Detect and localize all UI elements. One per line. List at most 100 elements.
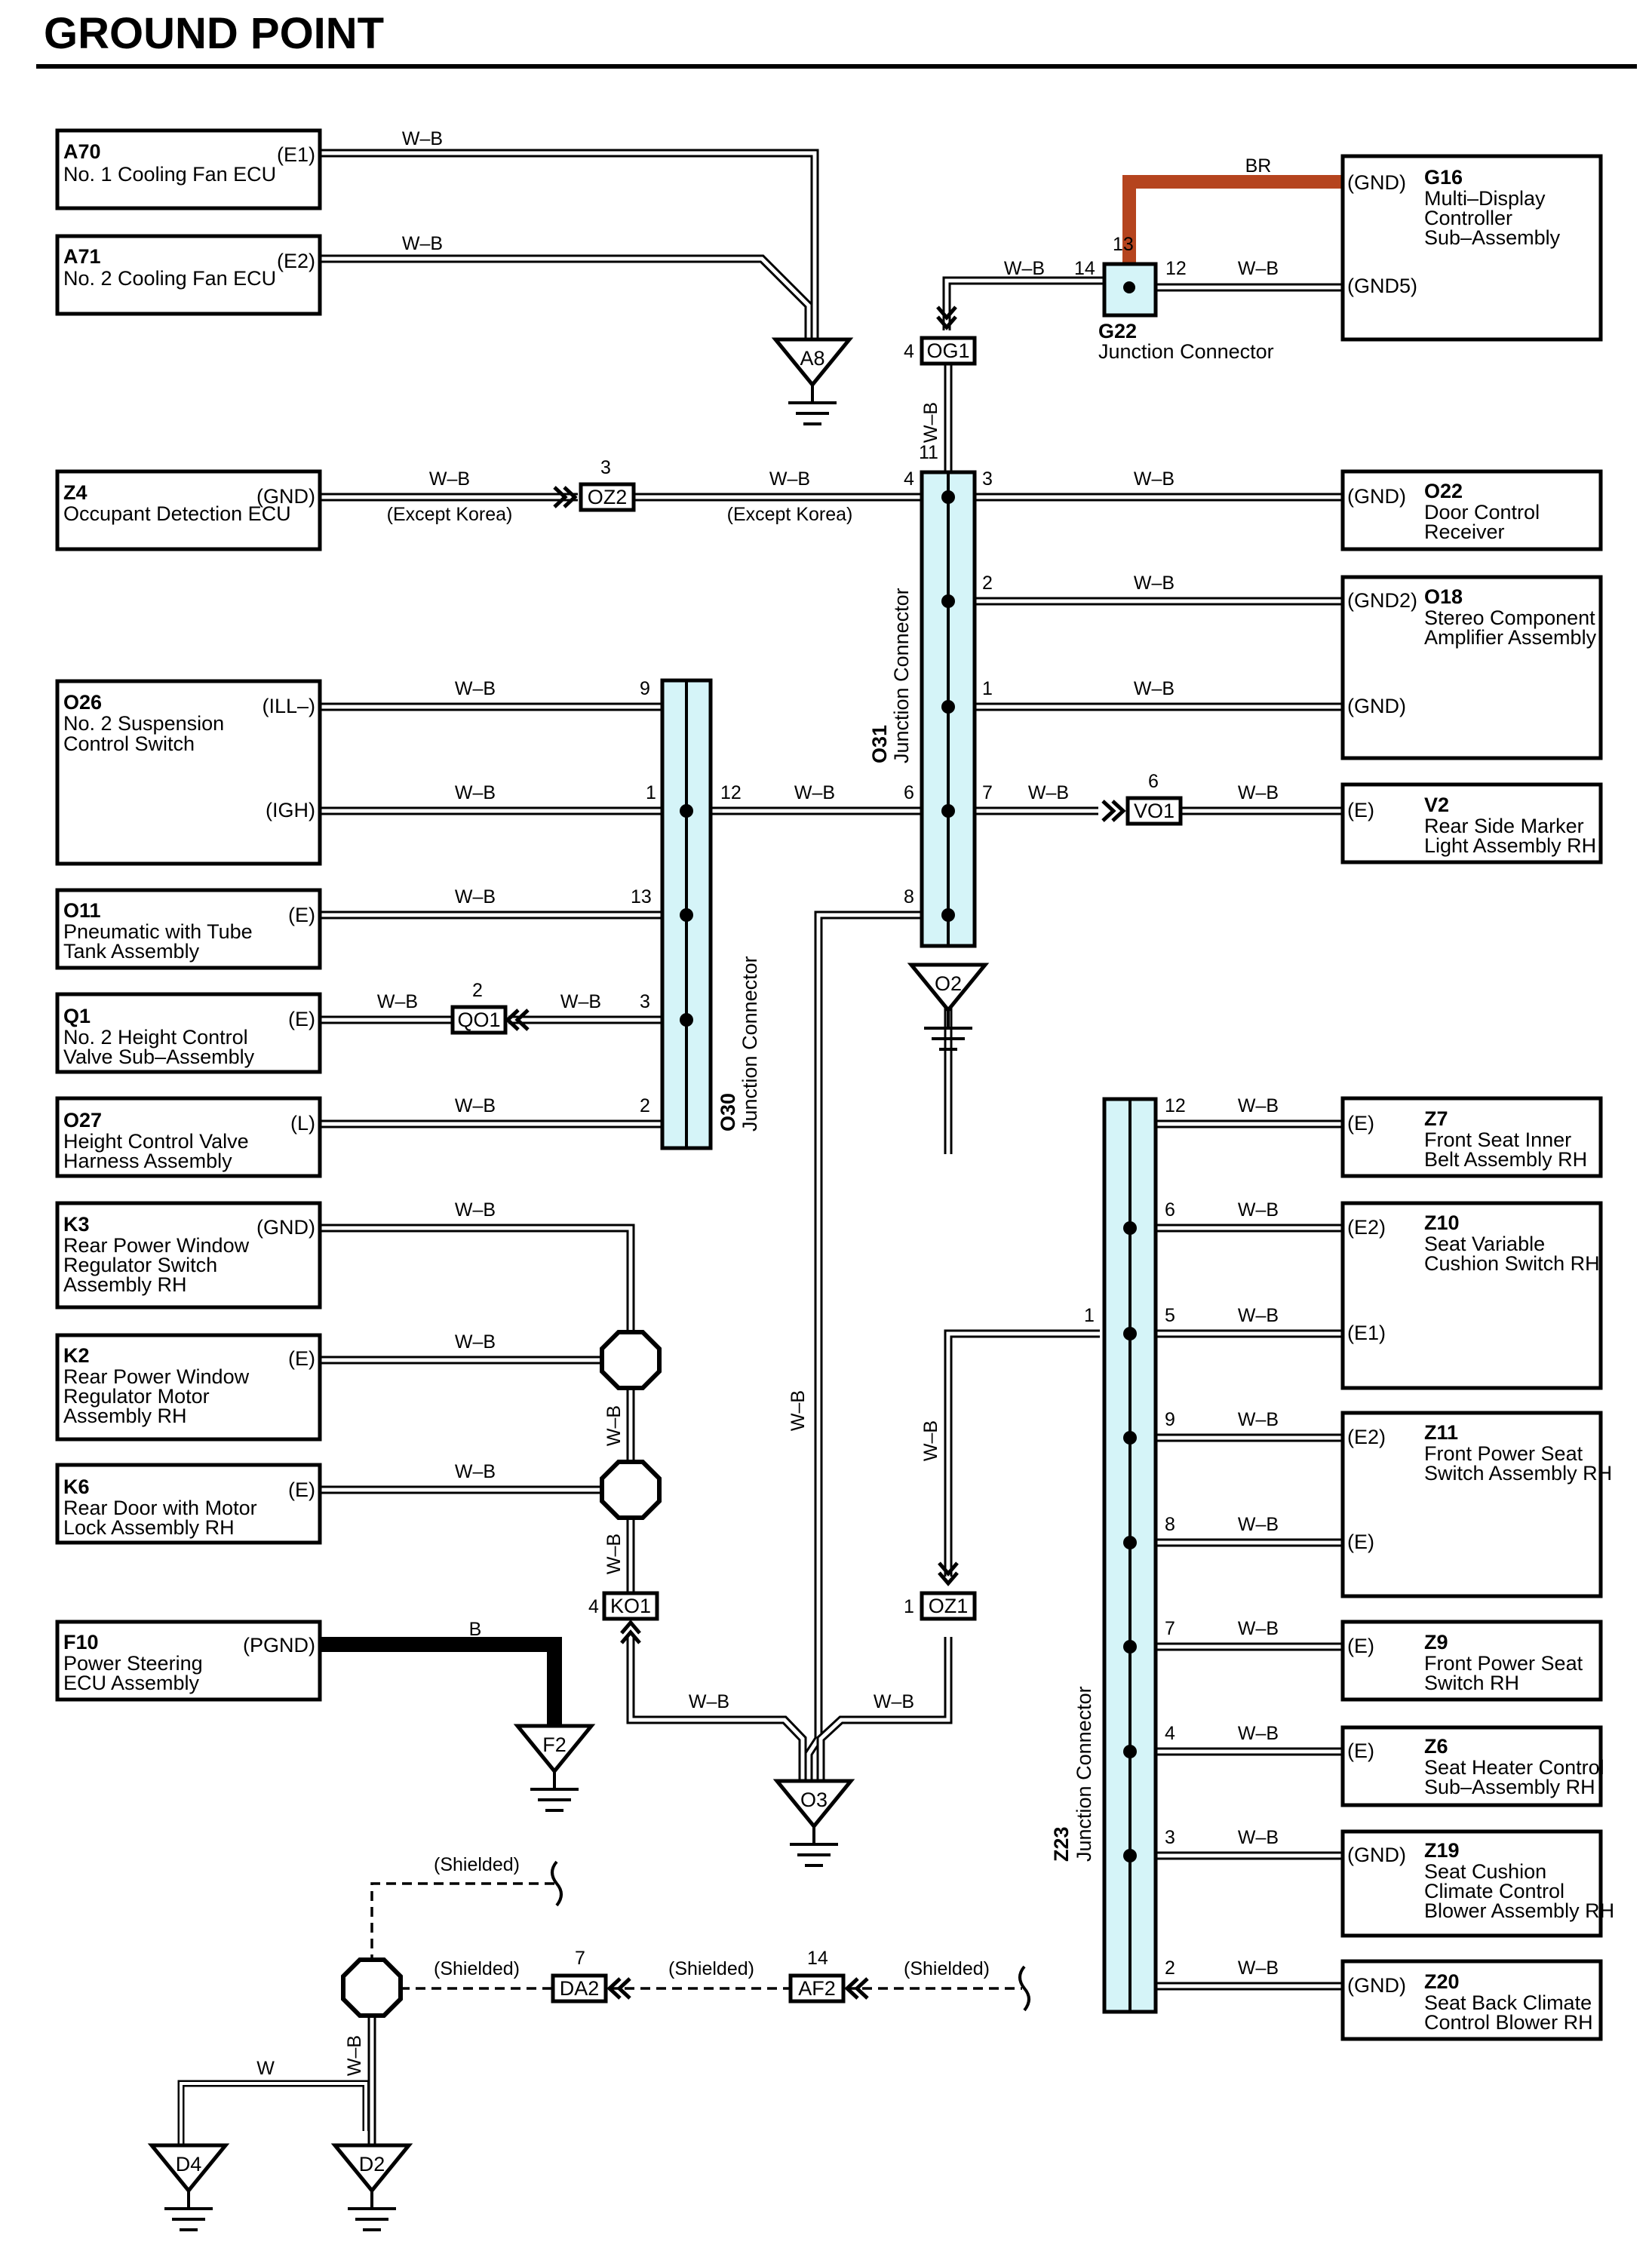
component-name: Rear Side Marker	[1424, 815, 1584, 837]
component-F10: F10 Power Steering ECU Assembly (PGND)	[55, 1620, 322, 1702]
component-O22: (GND) O22 Door Control Receiver	[1340, 469, 1603, 551]
component-name: Amplifier Assembly	[1424, 626, 1597, 649]
wire-color-label: B	[469, 1619, 482, 1640]
junction-name: Junction Connector	[890, 588, 913, 763]
pin-label: (E)	[288, 1347, 315, 1370]
ground-D4: D4	[152, 2145, 226, 2230]
pin-number: 12	[1165, 258, 1187, 279]
pin-number: 8	[1165, 1514, 1175, 1535]
component-code: F10	[63, 1631, 99, 1653]
component-name: Switch RH	[1424, 1672, 1519, 1694]
wire-color-label: W–B	[1238, 1827, 1279, 1848]
component-code: V2	[1424, 794, 1449, 816]
component-name: Multi–Display	[1424, 187, 1546, 210]
component-name: Seat Variable	[1424, 1233, 1545, 1255]
component-name: Control Switch	[63, 732, 195, 755]
pin-number: 14	[807, 1948, 828, 1969]
component-code: Z20	[1424, 1970, 1460, 1993]
ground-F2: F2	[517, 1726, 591, 1810]
component-code: Z9	[1424, 1631, 1448, 1653]
component-name: Tank Assembly	[63, 940, 200, 963]
wire-labels: W–B W–B BR W–B W–B W–B W–B (Except Korea…	[256, 128, 1279, 2079]
pin-number: 3	[1165, 1827, 1175, 1848]
component-code: O11	[63, 899, 101, 922]
pin-number: 7	[982, 782, 993, 803]
component-V2: (E) V2 Rear Side Marker Light Assembly R…	[1340, 782, 1603, 864]
pin-number: 1	[982, 678, 993, 699]
pin-label: (L)	[290, 1112, 315, 1135]
junction-code: G22	[1098, 320, 1137, 342]
component-K6: K6 Rear Door with Motor Lock Assembly RH…	[55, 1463, 322, 1545]
wire-except-korea: (Except Korea)	[727, 504, 853, 525]
wire-color-label: W–B	[377, 991, 418, 1012]
component-name: Lock Assembly RH	[63, 1516, 235, 1539]
pin-number: 4	[1165, 1723, 1175, 1744]
component-K2: K2 Rear Power Window Regulator Motor Ass…	[55, 1333, 322, 1442]
pin-label: (GND)	[1347, 695, 1406, 717]
pin-number: 5	[1165, 1305, 1175, 1326]
component-name: Valve Sub–Assembly	[63, 1046, 255, 1068]
component-Z4: Z4 Occupant Detection ECU (GND)	[55, 469, 322, 551]
wire-color-label: W–B	[455, 886, 496, 907]
pin-number: 14	[1074, 258, 1095, 279]
component-code: G16	[1424, 166, 1463, 189]
component-name: Door Control	[1424, 501, 1540, 524]
component-code: Z11	[1424, 1421, 1458, 1444]
component-name: Stereo Component	[1424, 606, 1595, 629]
pin-number: 1	[904, 1596, 914, 1617]
pin-label: (E1)	[1347, 1322, 1386, 1344]
ground-O3: O3	[777, 1781, 851, 1865]
pin-number: 6	[904, 782, 914, 803]
pin-label: (E)	[288, 904, 315, 926]
component-name: Controller	[1424, 207, 1512, 229]
wire-color-label: W–B	[344, 2035, 365, 2076]
wire-color-label: W–B	[1134, 468, 1175, 490]
pin-number: 6	[1165, 1199, 1175, 1221]
connector-code: OG1	[926, 339, 969, 362]
wire-color-label: W–B	[788, 1390, 809, 1431]
connector-code: DA2	[560, 1977, 600, 2000]
pin-label: (GND5)	[1347, 275, 1417, 297]
connector-OZ1: OZ1 1	[904, 1561, 977, 1621]
connector-code: VO1	[1134, 800, 1175, 822]
pin-number: 3	[640, 991, 650, 1012]
pin-number: 7	[575, 1948, 585, 1969]
ground-D2: D2	[335, 2145, 409, 2230]
component-Z7: (E) Z7 Front Seat Inner Belt Assembly RH	[1340, 1096, 1603, 1178]
component-code: Z7	[1424, 1107, 1448, 1130]
wire-color-label: W–B	[1028, 782, 1069, 803]
pin-label: (GND)	[256, 485, 315, 508]
connector-AF2: AF2 14	[788, 1948, 869, 2004]
component-name: Assembly RH	[63, 1405, 187, 1427]
component-name: Seat Back Climate	[1424, 1991, 1592, 2014]
component-name: Seat Heater Control	[1424, 1756, 1604, 1779]
connector-KO1: KO1 4	[588, 1591, 659, 1644]
component-code: K3	[63, 1213, 90, 1236]
pin-number: 1	[646, 782, 656, 803]
pin-number: 12	[720, 782, 742, 803]
pin-label: (GND)	[1347, 171, 1406, 194]
svg-text:F2: F2	[542, 1733, 567, 1756]
wire-color-label: W–B	[769, 468, 810, 490]
component-name: Regulator Motor	[63, 1385, 210, 1408]
splice-k3-k2	[600, 1330, 662, 1390]
wire-color-label: W–B	[874, 1691, 914, 1712]
pin-label: (E)	[1347, 1531, 1374, 1553]
component-code: Z6	[1424, 1735, 1448, 1758]
pin-label: (GND)	[1347, 1974, 1406, 1997]
pin-number: 9	[1165, 1409, 1175, 1430]
wire-color-label: W–B	[1238, 258, 1279, 279]
ground-O2: O2	[911, 965, 985, 1049]
pin-label: (GND)	[1347, 1844, 1406, 1866]
wire-color-label: W–B	[920, 402, 941, 443]
splice-k6	[600, 1460, 662, 1520]
junction-Z23: 12 6 5 1 9 8 7 4 3 2 Z23 Junction Connec…	[1050, 1095, 1186, 2014]
pin-label: (E)	[1347, 1635, 1374, 1657]
junction-code: O30	[717, 1093, 739, 1132]
junction-code: O31	[868, 725, 891, 763]
component-code: Z19	[1424, 1839, 1460, 1862]
component-Z9: (E) Z9 Front Power Seat Switch RH	[1340, 1620, 1603, 1702]
connector-code: OZ1	[929, 1595, 969, 1617]
wire-color-label: W–B	[455, 1199, 496, 1221]
